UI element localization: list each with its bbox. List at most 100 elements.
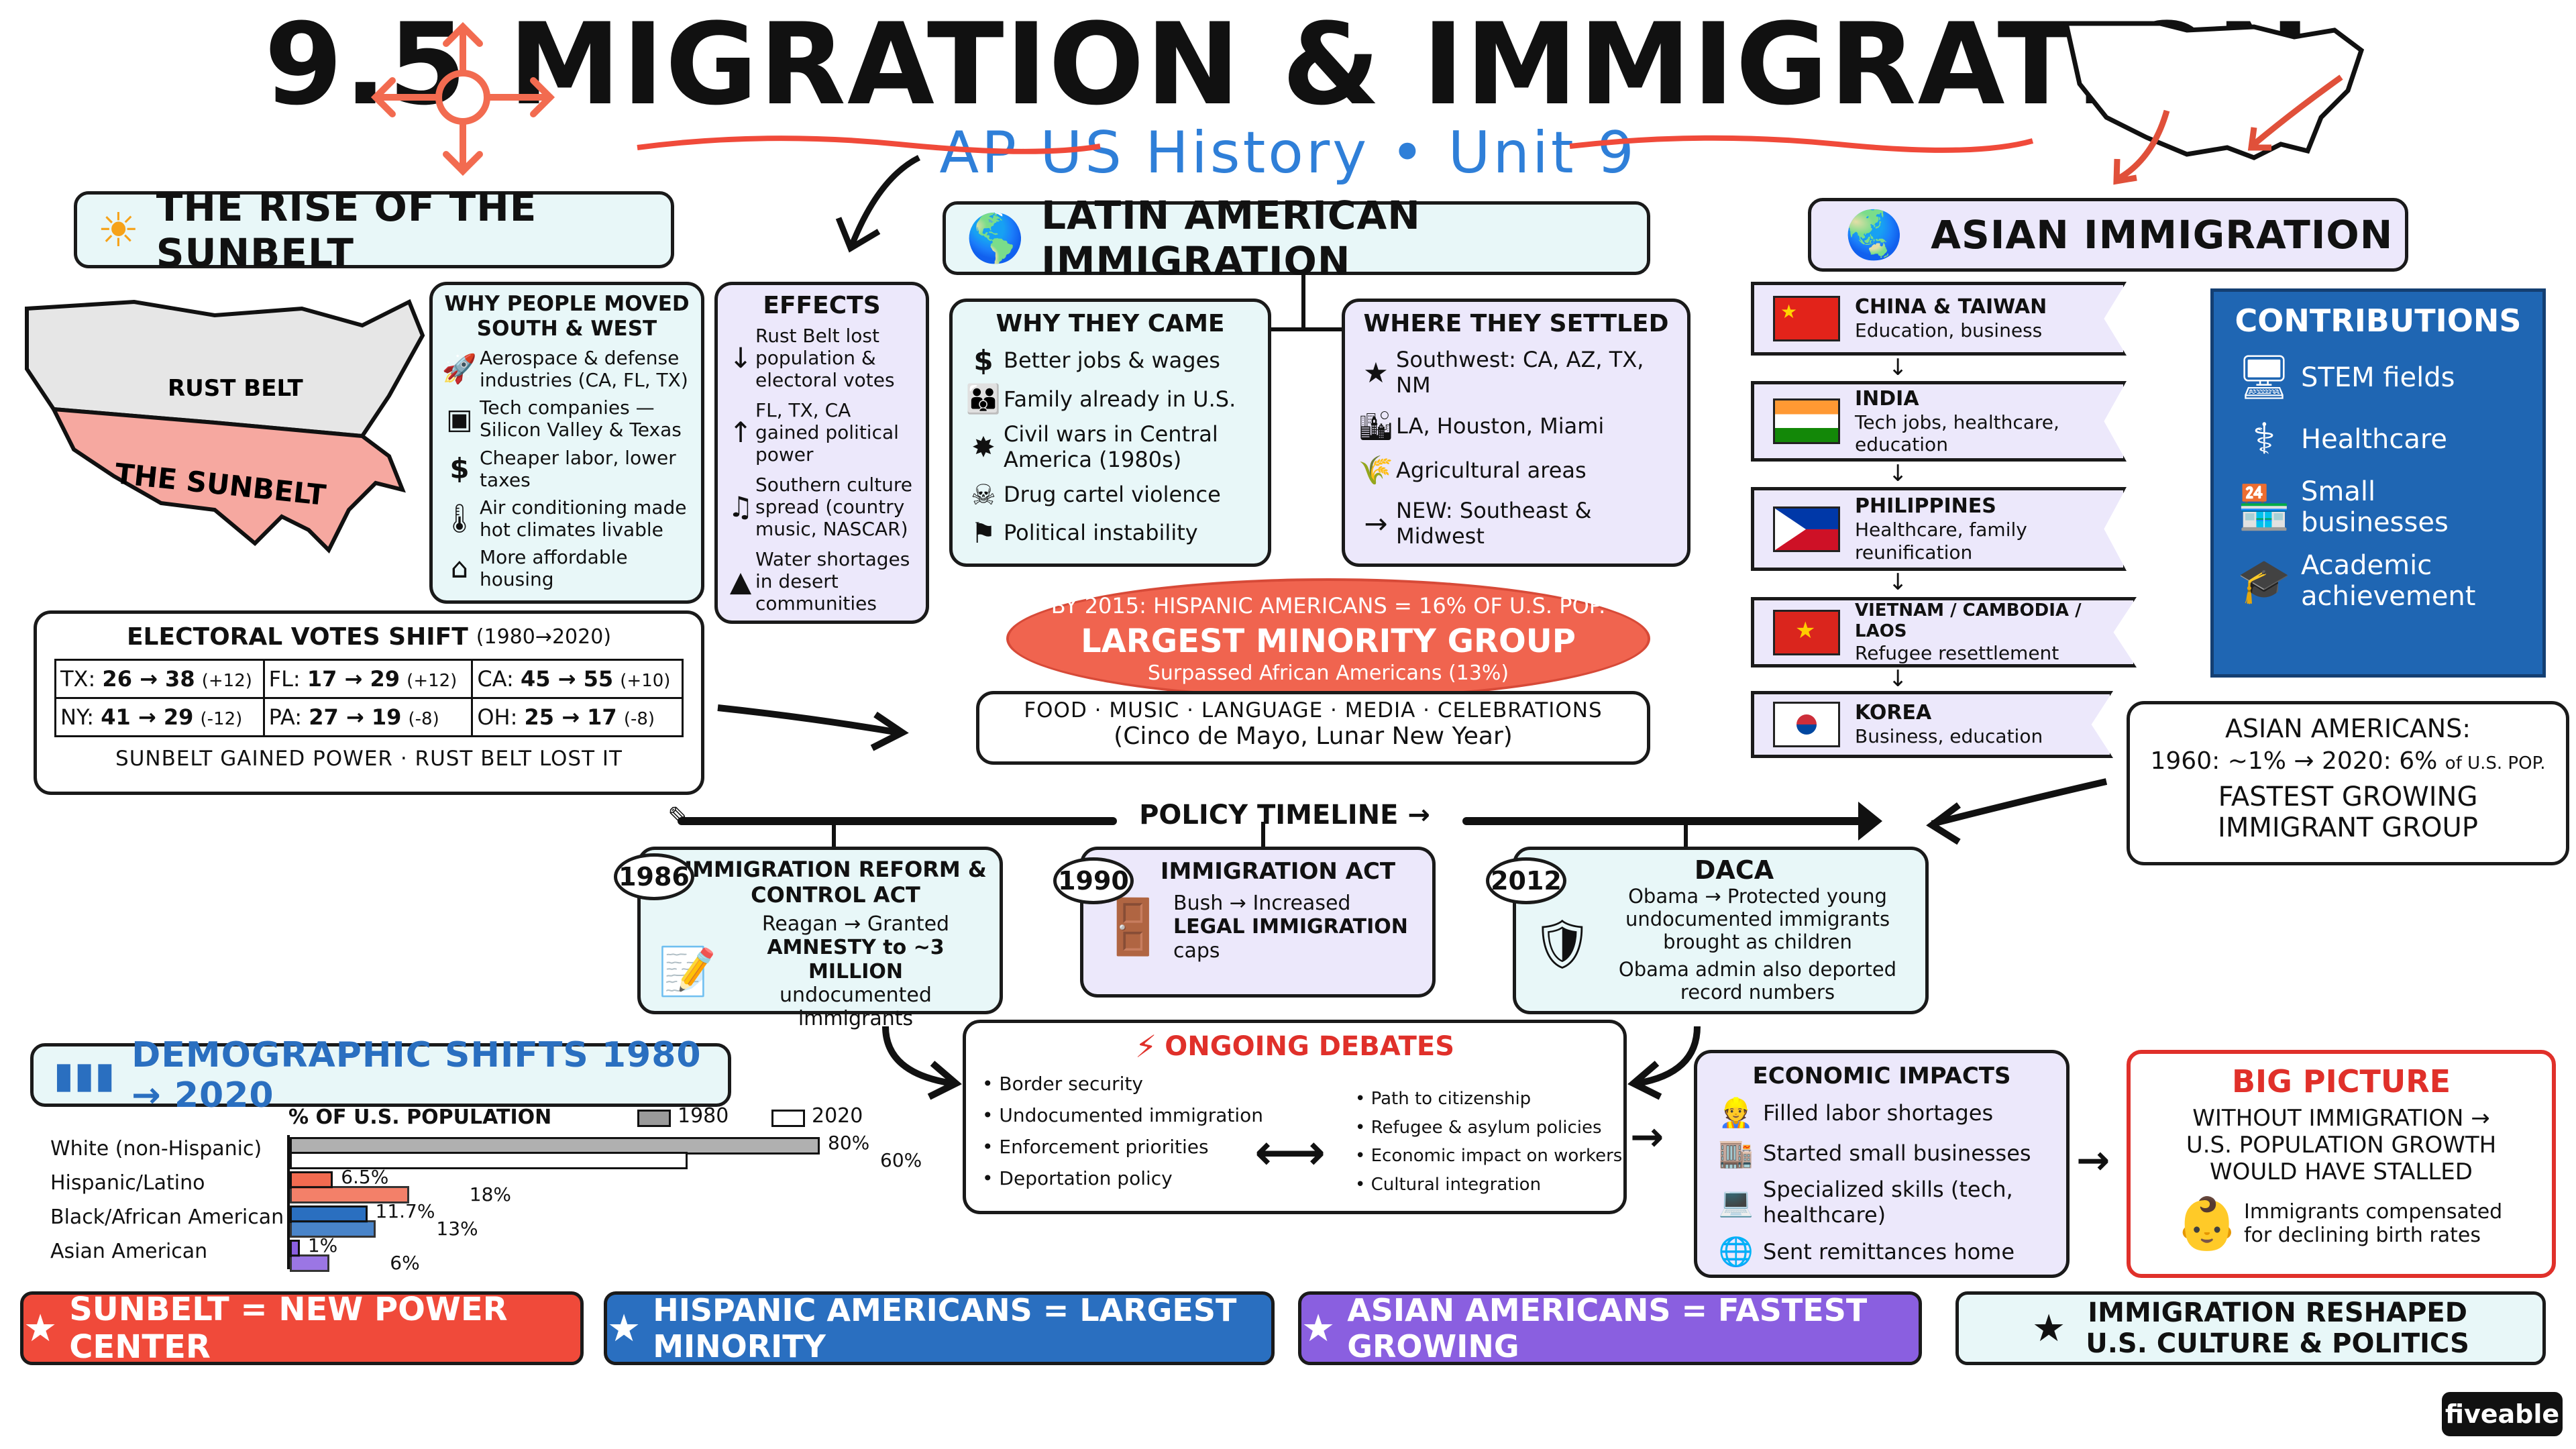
list-item: • Cultural integration	[1355, 1175, 1542, 1195]
debates-title: ONGOING DEBATES	[1165, 1031, 1455, 1062]
globe-icon: 🌏	[1845, 207, 1904, 262]
up-arrow-icon: ↑	[729, 416, 753, 449]
electoral-range: (1980→2020)	[476, 625, 612, 649]
wheat-icon: 🌾	[1358, 453, 1394, 486]
right-arrow-icon: →	[1364, 506, 1388, 540]
skull-icon: ☠	[971, 478, 996, 511]
debates-right-list: • Path to citizenship • Refugee & asylum…	[1355, 1083, 1622, 1203]
list-item: 👷Filled labor shortages	[1709, 1096, 2054, 1130]
stats-line4: IMMIGRANT GROUP	[2218, 812, 2478, 843]
bar-label-1980: 80%	[828, 1132, 870, 1154]
list-item: $Cheaper labor, lower taxes	[439, 447, 694, 491]
timeline-label: POLICY TIMELINE →	[1139, 800, 1430, 830]
globe-icon: 🌎	[966, 210, 1026, 266]
culture-card: FOOD · MUSIC · LANGUAGE · MEDIA · CELEBR…	[976, 691, 1650, 765]
big-picture-line3: WOULD HAVE STALLED	[2210, 1159, 2473, 1185]
demographics-chart: % OF U.S. POPULATION 1980 2020 White (no…	[40, 1100, 926, 1275]
bar-2020	[290, 1220, 376, 1238]
curved-arrow-icon	[1926, 778, 2108, 845]
economic-card: ECONOMIC IMPACTS 👷Filled labor shortages…	[1694, 1050, 2070, 1278]
electoral-title: ELECTORAL VOTES SHIFT	[126, 623, 468, 651]
debates-left-list: • Border security • Undocumented immigra…	[982, 1067, 1263, 1199]
list-item: ↓Rust Belt lost population & electoral v…	[726, 325, 918, 391]
list-item: ⚕Healthcare	[2227, 415, 2529, 464]
down-arrow-icon: ↓	[729, 341, 753, 375]
bar-label-2020: 18%	[469, 1183, 511, 1205]
economic-title: ECONOMIC IMPACTS	[1752, 1063, 2011, 1089]
laptop-icon: 💻	[1718, 1185, 1754, 1219]
us-map-migration-icon	[2063, 21, 2365, 185]
chip-icon: ▣	[446, 402, 473, 435]
list-item: 🌐Sent remittances home	[1709, 1235, 2054, 1269]
down-arrow-icon: ↓	[1888, 460, 1908, 487]
dollar-icon: $	[449, 452, 470, 486]
list-item: 💻Specialized skills (tech, healthcare)	[1709, 1177, 2054, 1228]
list-item: ⌂More affordable housing	[439, 546, 694, 590]
china-flag-icon: ★	[1773, 296, 1840, 341]
legend-swatch-2020	[771, 1110, 805, 1127]
thermometer-icon: 🌡	[441, 501, 478, 535]
sunbelt-map: RUST BELT THE SUNBELT	[25, 299, 425, 554]
list-item: ☠Drug cartel violence	[963, 478, 1257, 511]
stats-line2: 1960: ~1% → 2020: 6% of U.S. POP.	[2150, 747, 2546, 775]
footer-banner-sunbelt: ★SUNBELT = NEW POWER CENTER	[20, 1291, 584, 1366]
where-settled-card: WHERE THEY SETTLED ★Southwest: CA, AZ, T…	[1342, 299, 1690, 567]
explosion-icon: ✸	[971, 430, 996, 464]
title-underline-squiggle	[637, 135, 2034, 154]
stethoscope-icon: ⚕	[2252, 415, 2276, 464]
minority-line3: Surpassed African Americans (13%)	[1147, 661, 1509, 685]
why-came-title: WHY THEY CAME	[996, 310, 1225, 337]
list-item: • Enforcement priorities	[982, 1136, 1209, 1159]
minority-line2: LARGEST MINORITY GROUP	[1081, 623, 1576, 660]
store-icon: 🏪	[2237, 482, 2291, 533]
stats-line3: FASTEST GROWING	[2218, 782, 2478, 812]
list-item: 🌾Agricultural areas	[1356, 453, 1676, 487]
worker-icon: 👷	[1718, 1096, 1754, 1129]
largest-minority-ellipse: BY 2015: HISPANIC AMERICANS = 16% OF U.S…	[1006, 578, 1650, 699]
arrow-right-icon	[717, 704, 909, 751]
electoral-cell: TX: 26 → 38 (+12)	[56, 661, 265, 699]
star-icon: ★	[1301, 1306, 1336, 1350]
bar-label-1980: 11.7%	[375, 1200, 435, 1222]
list-item: ⚑Political instability	[963, 517, 1257, 549]
electoral-votes-card: ELECTORAL VOTES SHIFT (1980→2020) TX: 26…	[34, 610, 704, 795]
list-item: 🌡Air conditioning made hot climates liva…	[439, 496, 694, 541]
big-picture-note: Immigrants compensated for declining bir…	[2244, 1199, 2503, 1247]
music-note-icon: ♫	[728, 490, 753, 524]
star-icon: ★	[2032, 1306, 2066, 1350]
list-item: • Refugee & asylum policies	[1355, 1117, 1602, 1138]
electoral-grid: TX: 26 → 38 (+12) FL: 17 → 29 (+12) CA: …	[54, 659, 684, 737]
globe-money-icon: 🌐	[1718, 1234, 1754, 1268]
list-item: 🏬Started small businesses	[1709, 1136, 2054, 1170]
rocket-icon: 🚀	[441, 352, 478, 386]
list-item: • Economic impact on workers	[1355, 1146, 1623, 1167]
india-flag-icon	[1773, 398, 1840, 444]
asian-banner: 🌏 ASIAN IMMIGRATION	[1808, 198, 2408, 272]
header: 9.5 MIGRATION & IMMIGRATION AP US Histor…	[0, 0, 2576, 253]
timeline-arrowhead	[1858, 802, 1882, 841]
bar-label-2020: 13%	[436, 1218, 478, 1240]
family-icon: 👪	[965, 382, 1002, 415]
list-item: 👪Family already in U.S.	[963, 382, 1257, 416]
connector-line	[1268, 327, 1342, 331]
baby-icon: 👶	[2175, 1193, 2239, 1253]
effects-title: EFFECTS	[763, 292, 881, 319]
curved-arrow-icon	[1627, 1026, 1701, 1100]
culture-line1: FOOD · MUSIC · LANGUAGE · MEDIA · CELEBR…	[1024, 698, 1603, 722]
list-item: 🎓Academic achievement	[2227, 550, 2529, 612]
year-1986-badge: 1986	[614, 853, 694, 900]
bar-2020	[290, 1186, 409, 1203]
legend-label-2020: 2020	[812, 1104, 863, 1128]
contributions-card: CONTRIBUTIONS 🖥STEM fields ⚕Healthcare 🏪…	[2210, 288, 2546, 678]
monitor-icon: 🖥	[2237, 353, 2292, 402]
policy-1990-card: IMMIGRATION ACT 🚪 Bush → Increased LEGAL…	[1080, 847, 1436, 998]
graduation-cap-icon: 🎓	[2237, 556, 2291, 606]
category-label: Asian American	[50, 1240, 208, 1263]
where-settled-title: WHERE THEY SETTLED	[1363, 310, 1669, 337]
timeline-tick	[832, 822, 836, 849]
bar-label-2020: 60%	[880, 1149, 922, 1171]
list-item: $Better jobs & wages	[963, 344, 1257, 377]
asian-stats-card: ASIAN AMERICANS: 1960: ~1% → 2020: 6% of…	[2127, 701, 2569, 865]
